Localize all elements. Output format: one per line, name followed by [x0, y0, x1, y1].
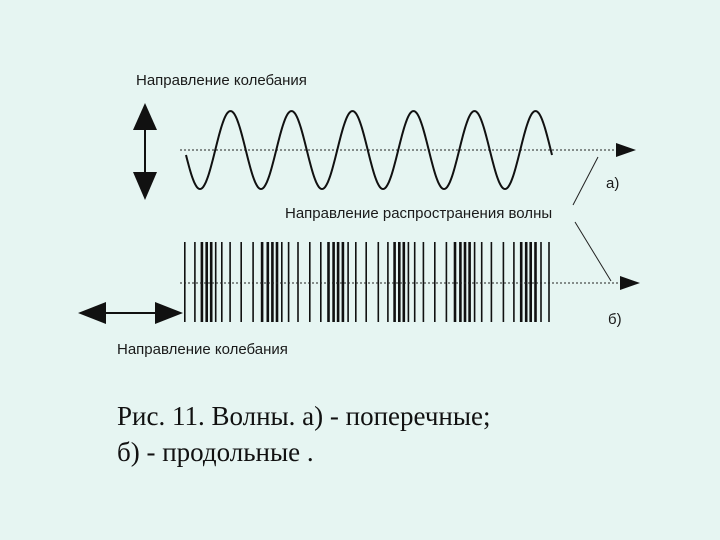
longitudinal-bar — [240, 242, 242, 322]
caption-line-2: б) - продольные . — [117, 437, 314, 467]
longitudinal-bar — [309, 242, 311, 322]
propagation-direction-label: Направление распространения волны — [285, 205, 553, 222]
longitudinal-bar — [468, 242, 471, 322]
longitudinal-bar — [540, 242, 542, 322]
longitudinal-bar — [260, 242, 264, 322]
longitudinal-bar — [275, 242, 279, 322]
longitudinal-bar — [332, 242, 335, 322]
longitudinal-bar — [184, 242, 186, 322]
vertical-double-arrow — [133, 103, 157, 200]
longitudinal-bar — [480, 242, 483, 322]
transverse-wave — [185, 110, 553, 191]
longitudinal-bar — [402, 242, 406, 322]
longitudinal-bar — [221, 242, 223, 322]
oscillation-direction-label-bottom: Направление колебания — [117, 341, 288, 358]
longitudinal-bar — [336, 242, 340, 322]
longitudinal-bar — [377, 242, 380, 322]
longitudinal-bar — [320, 242, 322, 322]
marker-b: б) — [608, 311, 622, 328]
horizontal-double-arrow — [78, 302, 183, 324]
longitudinal-bar — [327, 242, 330, 322]
longitudinal-bar — [266, 242, 270, 322]
longitudinal-bar — [398, 242, 401, 322]
longitudinal-bar — [194, 242, 196, 322]
longitudinal-bar — [387, 242, 389, 322]
longitudinal-bar — [529, 242, 532, 322]
longitudinal-bar — [473, 242, 476, 322]
longitudinal-bar — [341, 242, 345, 322]
longitudinal-bar — [287, 242, 290, 322]
longitudinal-bar — [513, 242, 515, 322]
longitudinal-bar — [209, 242, 213, 322]
longitudinal-bar — [534, 242, 537, 322]
longitudinal-bar — [205, 242, 208, 322]
figure-caption: Рис. 11. Волны. а) - поперечные; б) - пр… — [117, 398, 490, 470]
longitudinal-bar — [548, 242, 550, 322]
oscillation-direction-label-top: Направление колебания — [136, 72, 307, 89]
longitudinal-bar — [355, 242, 357, 322]
longitudinal-bar — [297, 242, 299, 322]
longitudinal-bar — [214, 242, 217, 322]
longitudinal-wave — [184, 242, 550, 322]
longitudinal-bar — [519, 242, 523, 322]
transverse-axis-arrowhead — [616, 143, 636, 157]
longitudinal-bar — [407, 242, 410, 322]
longitudinal-bar — [200, 242, 204, 322]
longitudinal-bar — [502, 242, 505, 322]
longitudinal-bar — [365, 242, 367, 322]
longitudinal-bar — [490, 242, 493, 322]
longitudinal-bar — [347, 242, 349, 322]
longitudinal-bar — [453, 242, 457, 322]
longitudinal-bar — [281, 242, 283, 322]
caption-line-1: Рис. 11. Волны. а) - поперечные; — [117, 401, 491, 431]
longitudinal-bar — [413, 242, 416, 322]
longitudinal-bar — [393, 242, 396, 322]
longitudinal-bar — [252, 242, 254, 322]
longitudinal-axis-arrowhead — [620, 276, 640, 290]
marker-a: а) — [606, 175, 620, 192]
longitudinal-bar — [463, 242, 467, 322]
longitudinal-bar — [434, 242, 436, 322]
longitudinal-bar — [422, 242, 425, 322]
longitudinal-bar — [271, 242, 274, 322]
longitudinal-bar — [459, 242, 462, 322]
pointer-line-upper — [572, 156, 599, 206]
longitudinal-bar — [445, 242, 448, 322]
longitudinal-bar — [524, 242, 528, 322]
pointer-line-lower — [574, 221, 612, 282]
longitudinal-bar — [229, 242, 231, 322]
